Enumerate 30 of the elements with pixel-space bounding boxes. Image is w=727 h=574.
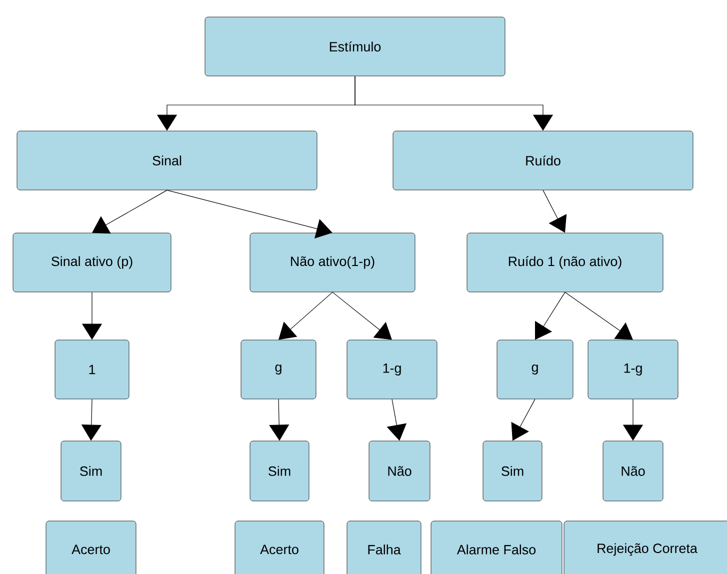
response-box: Sim (60, 440, 122, 502)
arrow (564, 292, 633, 340)
response-box: Não (602, 440, 664, 502)
outcome-box: Acerto (46, 520, 136, 574)
arrow (332, 292, 392, 340)
arrow (278, 292, 333, 340)
outcome-box: Falha (346, 520, 422, 574)
probability-box: 1-g (346, 340, 438, 400)
condition-box: Sinal ativo (p) (12, 232, 172, 292)
arrow (511, 398, 536, 441)
arrow (92, 190, 168, 234)
outcome-box: Alarme Falso (430, 520, 562, 574)
outcome-box: Acerto (234, 520, 324, 574)
response-box: Sim (482, 440, 542, 502)
response-box: Não (368, 440, 430, 502)
arrow (535, 292, 566, 340)
condition-box: Não ativo(1-p) (250, 232, 416, 292)
stimulus-box: Estímulo (204, 16, 506, 76)
outcome-box: Rejeição Correta (564, 520, 727, 574)
probability-box: g (496, 340, 574, 400)
probability-box: g (240, 340, 316, 400)
arrow (542, 190, 567, 233)
category-box: Sinal (16, 130, 318, 190)
category-box: Ruído (392, 130, 694, 190)
arrow (269, 398, 290, 441)
probability-box: 1-g (588, 340, 678, 400)
arrow (354, 76, 554, 131)
condition-box: Ruído 1 (não ativo) (466, 232, 664, 292)
probability-box: 1 (54, 340, 130, 400)
response-box: Sim (250, 440, 310, 502)
